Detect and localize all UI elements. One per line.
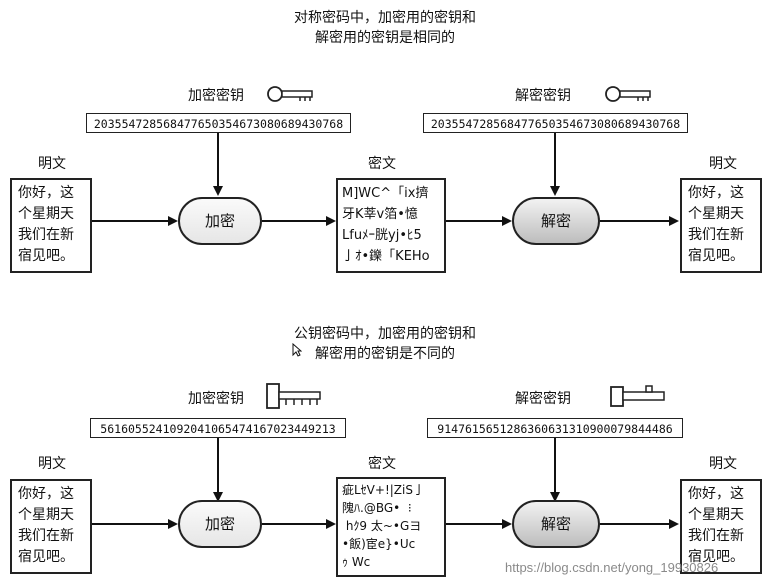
public-key-plaintext-left: 你好，这 个星期天 我们在新 宿见吧。 bbox=[10, 479, 92, 574]
key-icon bbox=[267, 86, 313, 102]
symmetric-encrypt-label: 加密 bbox=[204, 212, 235, 230]
symmetric-encrypt-node: 加密 bbox=[178, 197, 262, 245]
public-key-plaintext-label-right: 明文 bbox=[709, 456, 737, 472]
public-key-decrypt-label: 解密 bbox=[540, 515, 571, 533]
symmetric-caption-line2: 解密用的密钥是相同的 bbox=[315, 30, 455, 46]
public-key-dec-key-label: 解密密钥 bbox=[515, 391, 571, 407]
symmetric-ciphertext: M]WC^「ix擠 牙K莘v箔•憶 Lfuﾒｰ胱yj•ﾋ5 亅ｵ•鑠「KEHo bbox=[336, 178, 446, 273]
symmetric-decrypt-label: 解密 bbox=[540, 212, 571, 230]
symmetric-plaintext-left: 你好，这 个星期天 我们在新 宿见吧。 bbox=[10, 178, 92, 273]
symmetric-caption: 对称密码中，加密用的密钥和 解密用的密钥是相同的 bbox=[240, 8, 530, 48]
symmetric-dec-key-label: 解密密钥 bbox=[515, 88, 571, 104]
symmetric-plaintext-label-left: 明文 bbox=[38, 156, 66, 172]
symmetric-connectors bbox=[0, 0, 679, 226]
symmetric-decrypt-node: 解密 bbox=[512, 197, 600, 245]
public-key-plaintext-label-left: 明文 bbox=[38, 456, 66, 472]
symmetric-caption-line1: 对称密码中，加密用的密钥和 bbox=[294, 10, 476, 26]
public-key-plaintext-right: 你好，这 个星期天 我们在新 宿见吧。 bbox=[680, 479, 762, 574]
public-key-icon bbox=[266, 383, 321, 409]
private-key-icon bbox=[610, 385, 665, 407]
public-key-caption-line1: 公钥密码中，加密用的密钥和 bbox=[294, 326, 476, 342]
symmetric-enc-key-label: 加密密钥 bbox=[188, 88, 244, 104]
symmetric-dec-key-value: 203554728568477650354673080689430768 bbox=[423, 113, 688, 133]
public-key-ciphertext: 疵LｾV+!|ZiS亅 隗ﾊ.@BG• ⁝ hｸ9 太~•Gヨ •飯)宦e}•U… bbox=[336, 477, 446, 577]
public-key-decrypt-node: 解密 bbox=[512, 500, 600, 548]
public-key-enc-key-value: 5616055241092041065474167023449213 bbox=[90, 418, 346, 438]
symmetric-plaintext-right: 你好，这 个星期天 我们在新 宿见吧。 bbox=[680, 178, 762, 273]
symmetric-plaintext-label-right: 明文 bbox=[709, 156, 737, 172]
public-key-ciphertext-label: 密文 bbox=[368, 456, 396, 472]
mouse-cursor-icon bbox=[292, 343, 302, 357]
watermark-url: https://blog.csdn.net/yong_19930826 bbox=[505, 560, 719, 575]
public-key-dec-key-value: 9147615651286360631310900079844486 bbox=[427, 418, 683, 438]
symmetric-ciphertext-label: 密文 bbox=[368, 156, 396, 172]
public-key-enc-key-label: 加密密钥 bbox=[188, 391, 244, 407]
public-key-encrypt-label: 加密 bbox=[204, 515, 235, 533]
public-key-caption: 公钥密码中，加密用的密钥和 解密用的密钥是不同的 bbox=[240, 324, 530, 364]
public-key-encrypt-node: 加密 bbox=[178, 500, 262, 548]
public-key-caption-line2: 解密用的密钥是不同的 bbox=[315, 346, 455, 362]
symmetric-enc-key-value: 203554728568477650354673080689430768 bbox=[86, 113, 351, 133]
key-icon bbox=[605, 86, 651, 102]
